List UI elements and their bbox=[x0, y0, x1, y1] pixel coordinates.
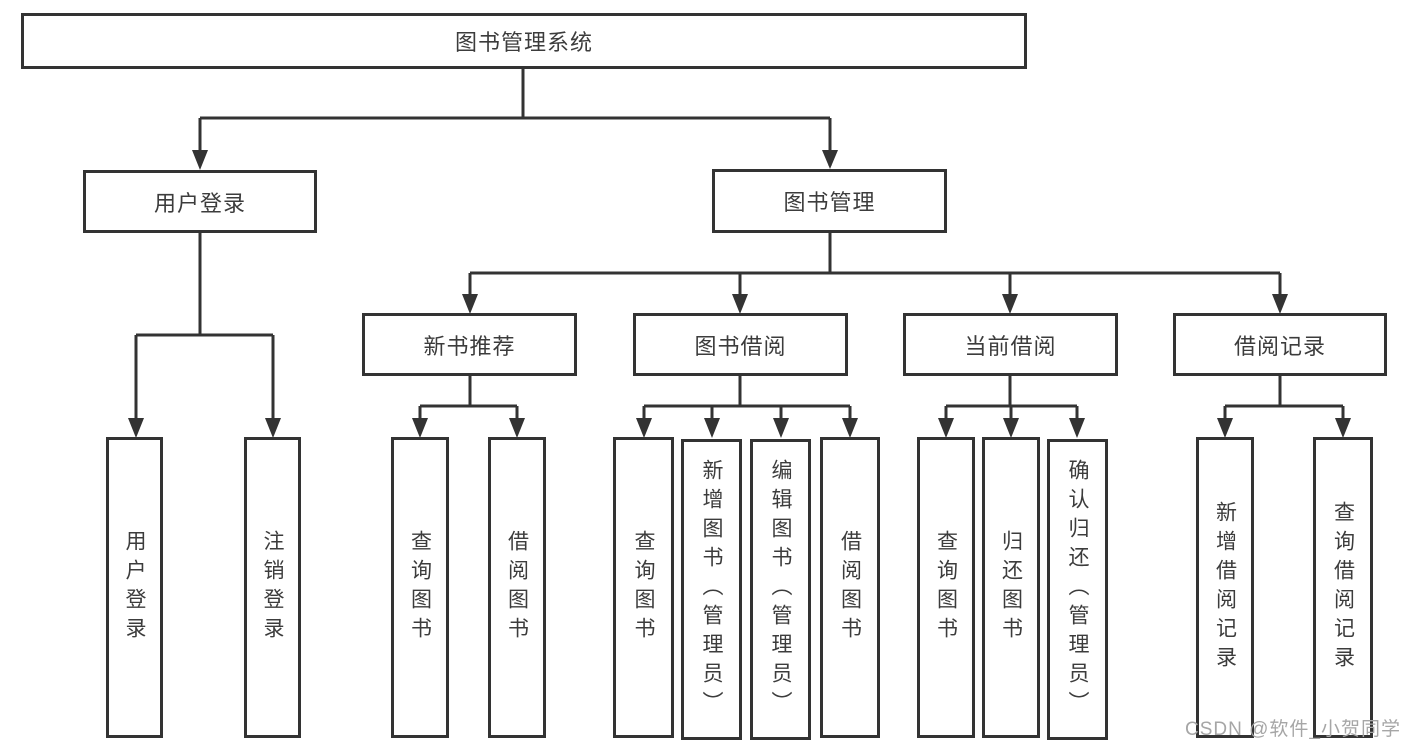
arrowhead-icons bbox=[128, 150, 1351, 438]
node-leaf-logout: 注销登录 bbox=[244, 437, 301, 738]
node-leaf-br-add-record: 新增借阅记录 bbox=[1196, 437, 1254, 738]
node-leaf-rec-query-books: 查询图书 bbox=[391, 437, 449, 738]
node-leaf-cb-return-books: 归还图书 bbox=[982, 437, 1040, 738]
node-module-book-borrow: 图书借阅 bbox=[633, 313, 848, 376]
node-module-new-book-recommend: 新书推荐 bbox=[362, 313, 577, 376]
node-module-current-borrow: 当前借阅 bbox=[903, 313, 1118, 376]
node-leaf-cb-query-books: 查询图书 bbox=[917, 437, 975, 738]
node-root-system: 图书管理系统 bbox=[21, 13, 1027, 69]
node-module-borrow-records: 借阅记录 bbox=[1173, 313, 1387, 376]
leaf-label: 新增借阅记录 bbox=[1213, 500, 1237, 675]
csdn-watermark: CSDN @软件_小贺同学 bbox=[1185, 719, 1401, 740]
leaf-label: 编辑图书（管理员） bbox=[769, 459, 792, 720]
node-branch-book-management: 图书管理 bbox=[712, 169, 947, 233]
node-leaf-br-query-record: 查询借阅记录 bbox=[1313, 437, 1373, 738]
leaf-label: 查询图书 bbox=[632, 529, 655, 646]
leaf-label: 查询图书 bbox=[408, 529, 432, 646]
leaf-label: 借阅图书 bbox=[838, 529, 862, 646]
leaf-label: 注销登录 bbox=[261, 529, 284, 646]
leaf-label: 查询图书 bbox=[934, 529, 958, 646]
leaf-label: 新增图书（管理员） bbox=[700, 459, 723, 720]
leaf-label: 用户登录 bbox=[123, 529, 146, 646]
node-branch-user-login: 用户登录 bbox=[83, 170, 317, 233]
node-leaf-bb-add-books-admin: 新增图书（管理员） bbox=[681, 439, 742, 740]
node-leaf-bb-query-books: 查询图书 bbox=[613, 437, 674, 738]
leaf-label: 查询借阅记录 bbox=[1331, 500, 1355, 675]
leaf-label: 借阅图书 bbox=[505, 529, 529, 646]
node-leaf-cb-confirm-return-admin: 确认归还（管理员） bbox=[1047, 439, 1108, 740]
leaf-label: 归还图书 bbox=[999, 529, 1023, 646]
node-leaf-bb-borrow-books: 借阅图书 bbox=[820, 437, 880, 738]
leaf-label: 确认归还（管理员） bbox=[1066, 459, 1089, 720]
node-leaf-bb-edit-books-admin: 编辑图书（管理员） bbox=[750, 439, 811, 740]
node-leaf-user-login: 用户登录 bbox=[106, 437, 163, 738]
node-leaf-rec-borrow-books: 借阅图书 bbox=[488, 437, 546, 738]
